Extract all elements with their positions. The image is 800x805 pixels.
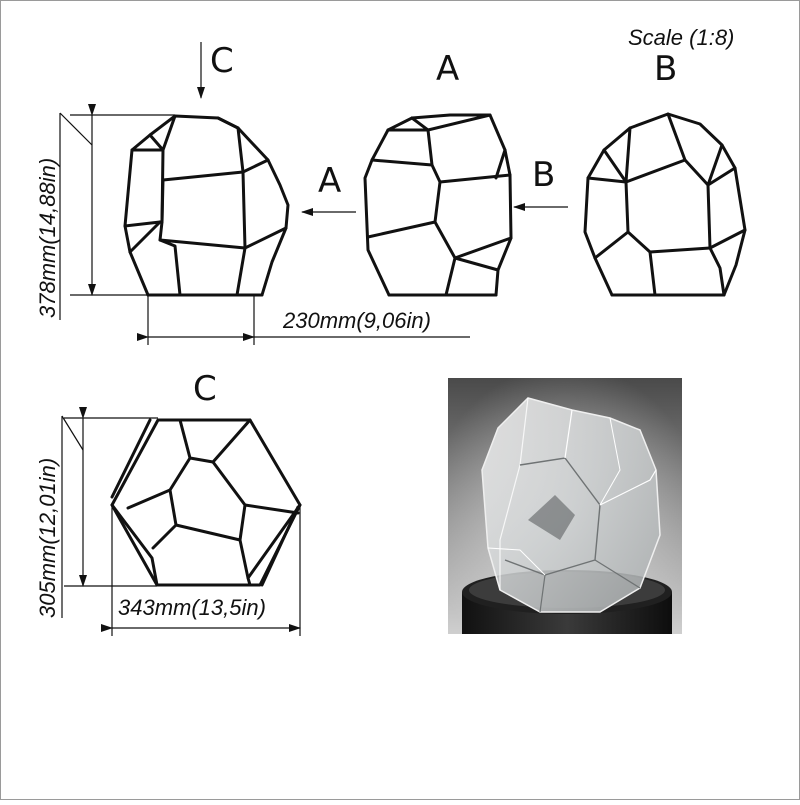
- height-top-label: 305mm(12,01in): [35, 458, 60, 618]
- scale-label: Scale (1:8): [628, 25, 734, 50]
- top-width-dimension: 343mm(13,5in): [101, 505, 301, 636]
- front-width-dimension: 230mm(9,06in): [137, 296, 470, 345]
- view-c: [110, 418, 302, 587]
- view-a-arrow: A: [301, 161, 356, 216]
- front-height-dimension: 378mm(14,88in): [35, 104, 175, 320]
- product-render-image: [448, 378, 682, 634]
- arrow-a-label: A: [318, 161, 341, 201]
- width-front-label: 230mm(9,06in): [282, 308, 431, 333]
- view-c-title: C: [193, 369, 217, 409]
- view-b-arrow: B: [513, 155, 568, 211]
- view-a: [363, 113, 513, 297]
- view-c-arrow: C: [197, 41, 234, 99]
- arrow-b-label: B: [532, 155, 555, 195]
- front-view: [123, 114, 290, 297]
- view-b-title: B: [654, 49, 677, 89]
- arrow-c-label: C: [210, 41, 234, 81]
- width-top-label: 343mm(13,5in): [118, 595, 266, 620]
- height-front-label: 378mm(14,88in): [35, 158, 60, 318]
- view-b: [583, 112, 747, 297]
- top-height-dimension: 305mm(12,01in): [35, 407, 158, 618]
- view-a-title: A: [436, 49, 459, 89]
